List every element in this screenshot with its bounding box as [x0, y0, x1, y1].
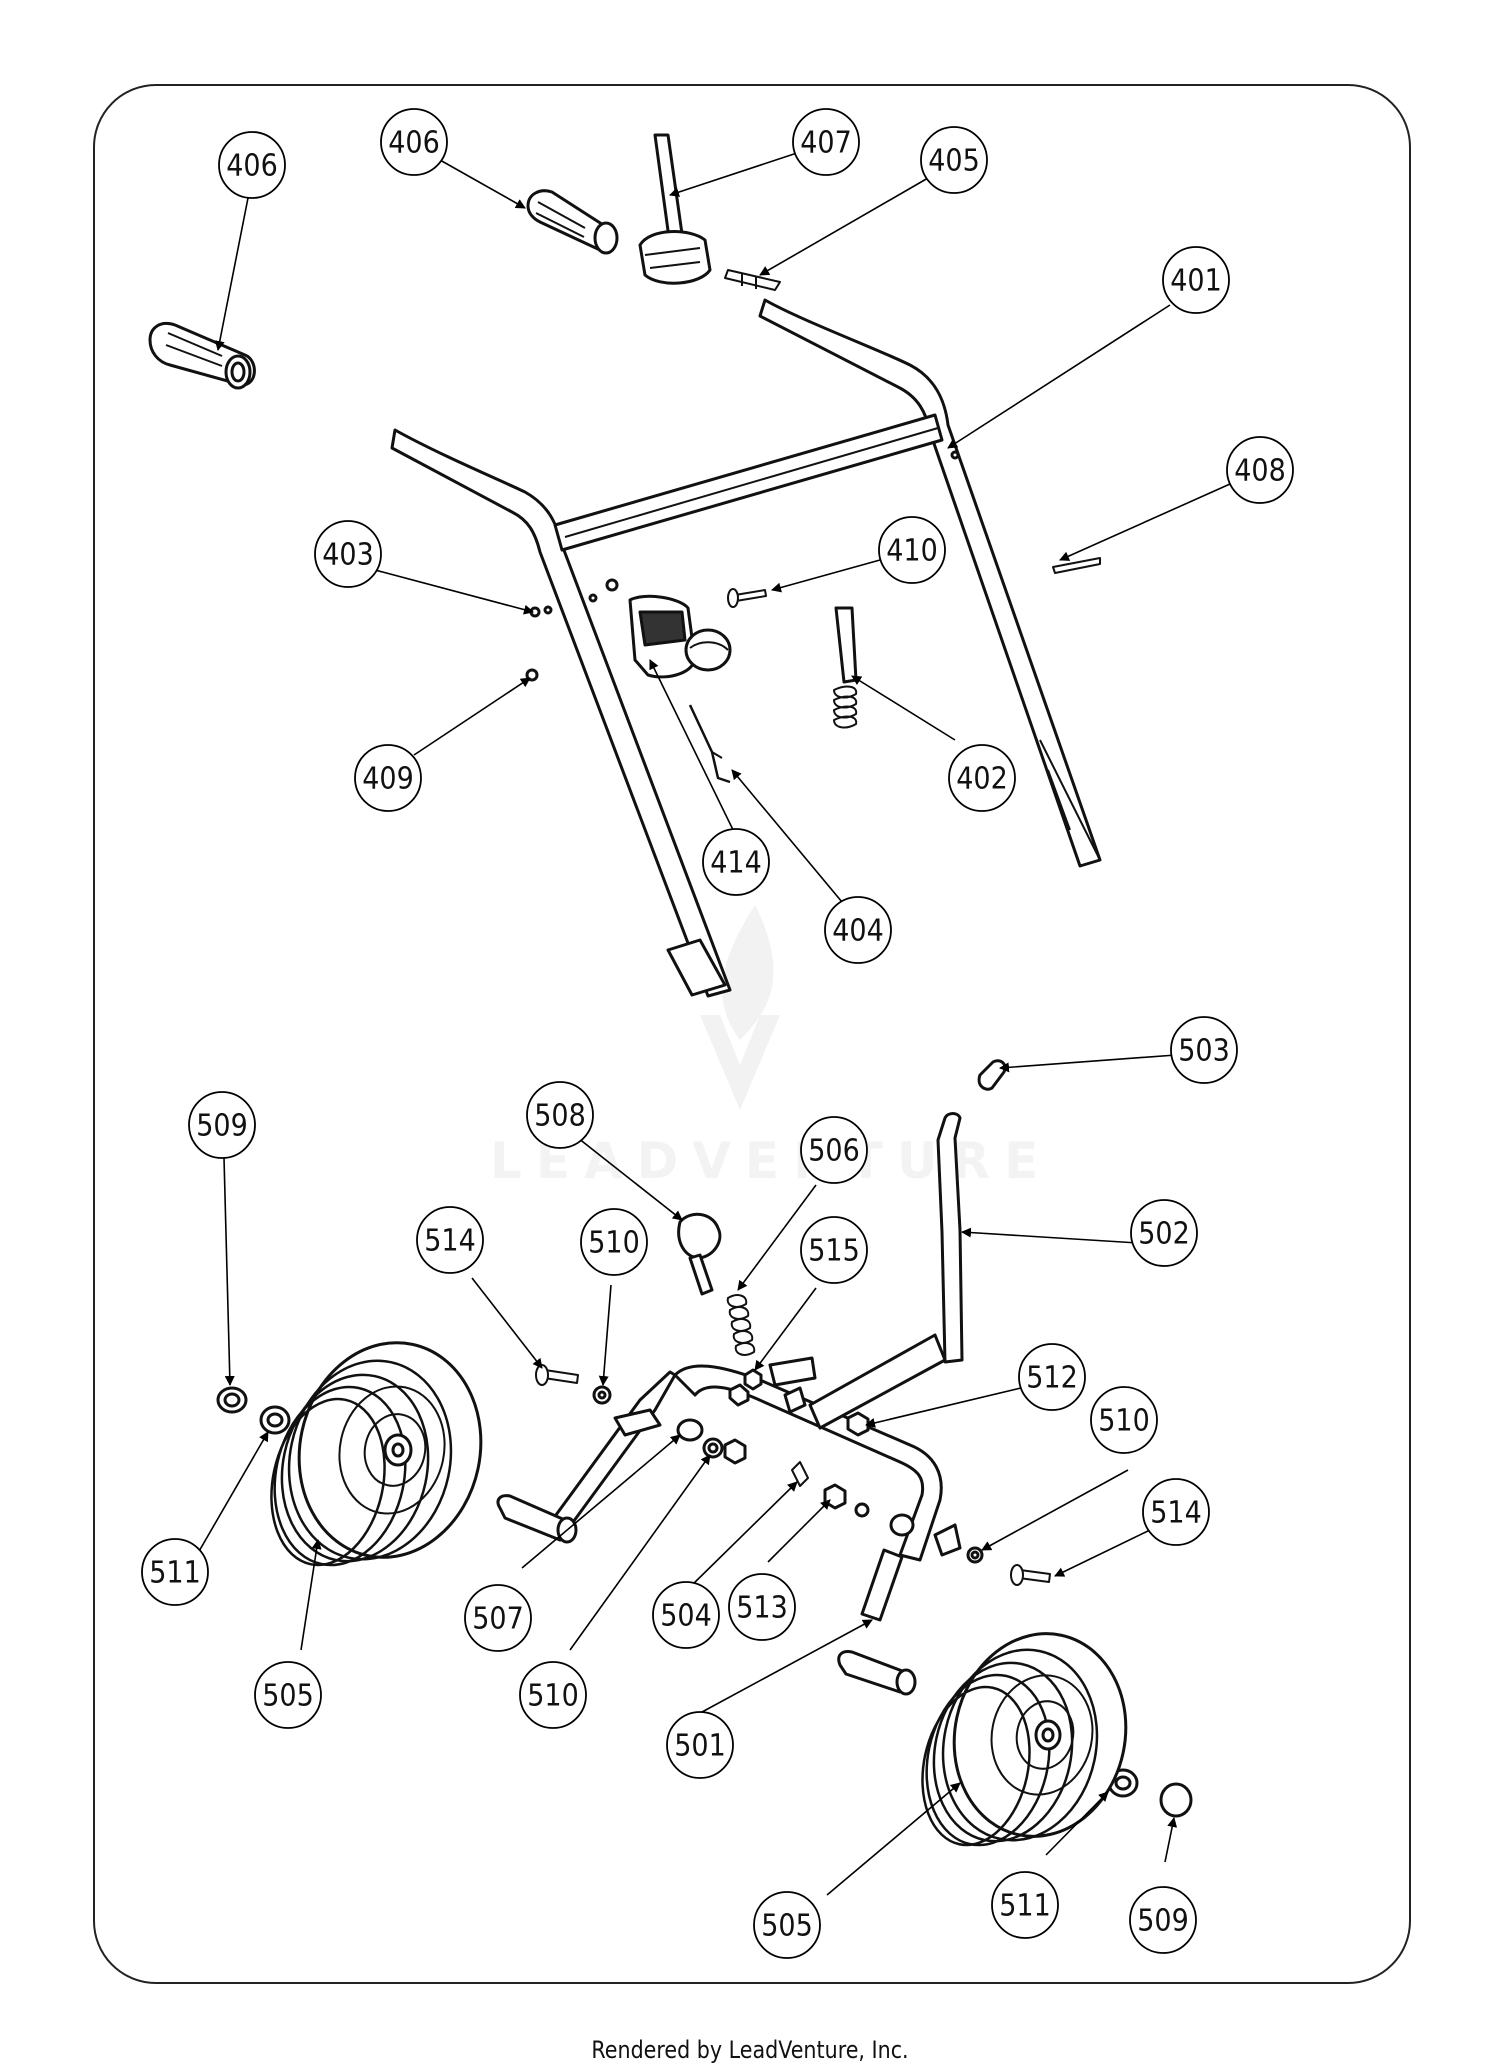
left-grip-part	[148, 322, 256, 390]
nut-512-part	[846, 1411, 870, 1437]
cap-503-part	[977, 1059, 1007, 1091]
right-handle-tube-part	[758, 298, 1102, 868]
axle-frame-part	[496, 1333, 962, 1696]
callout-label: 504	[660, 1599, 712, 1634]
callout-label: 511	[149, 1556, 201, 1591]
callout-label: 408	[1234, 454, 1286, 489]
cable-404-part	[688, 704, 731, 784]
callout-label: 510	[527, 1679, 579, 1714]
callout-label: 512	[1026, 1361, 1078, 1396]
callout-label: 513	[736, 1591, 788, 1626]
spring-506-part	[726, 1294, 756, 1356]
tension-rod-part	[833, 606, 858, 729]
callout-label: 404	[832, 914, 884, 949]
bolt-514-left-part	[543, 1369, 579, 1384]
leader-lines	[197, 151, 1231, 1896]
callout-label: 510	[1098, 1404, 1150, 1439]
cable-end-part	[724, 269, 781, 291]
callout-label: 502	[1138, 1217, 1190, 1252]
knob-508-part	[677, 1212, 722, 1296]
callout-label: 507	[472, 1602, 524, 1637]
callout-label: 511	[999, 1889, 1051, 1924]
callout-label: 410	[886, 534, 938, 569]
watermark-logo: LEADVENTURE	[490, 905, 1038, 1190]
callout-label: 409	[362, 762, 414, 797]
callout-label: 514	[1150, 1496, 1202, 1531]
callout-label: 503	[1178, 1034, 1230, 1069]
nut-hex-part	[723, 1438, 747, 1465]
callout-label: 501	[674, 1729, 726, 1764]
upper-handle-assembly	[148, 133, 1102, 998]
bolt-410-part	[734, 589, 767, 602]
wheel-assembly	[216, 1059, 1193, 1847]
callout-label: 401	[1170, 264, 1222, 299]
callout-label: 402	[956, 762, 1008, 797]
pin-504-part	[791, 1461, 809, 1487]
nut-513-part	[823, 1483, 847, 1510]
callout-bubbles	[141, 108, 1294, 1959]
callout-label: 514	[424, 1224, 476, 1259]
diagram-border	[93, 84, 1411, 1984]
callout-label: 405	[928, 144, 980, 179]
callout-label: 403	[322, 538, 374, 573]
callout-label: 510	[588, 1226, 640, 1261]
callout-label: 505	[262, 1679, 314, 1714]
left-wheel-part	[270, 1341, 483, 1567]
cap-509-right-part	[1159, 1782, 1193, 1818]
callout-label: 407	[800, 126, 852, 161]
callout-label: 515	[808, 1234, 860, 1269]
callout-labels: 406 406 407 405 401 408 403 410 409 402 …	[149, 126, 1286, 1944]
callout-label: 414	[710, 846, 762, 881]
right-grip-part	[526, 189, 619, 255]
callout-label: 509	[1137, 1904, 1189, 1939]
callout-label: 406	[388, 126, 440, 161]
clip-408-part	[1052, 557, 1101, 574]
callout-label: 509	[196, 1109, 248, 1144]
control-lever-part	[638, 133, 712, 285]
callout-label: 406	[226, 149, 278, 184]
callout-label: 505	[761, 1909, 813, 1944]
right-wheel-part	[921, 1632, 1128, 1847]
footer-credit: Rendered by LeadVenture, Inc.	[591, 2036, 909, 2064]
callout-label: 508	[534, 1099, 586, 1134]
shift-rod-part	[936, 1112, 964, 1364]
control-box-part	[628, 594, 732, 679]
callout-label: 506	[808, 1134, 860, 1169]
nut-515-part	[743, 1368, 763, 1391]
